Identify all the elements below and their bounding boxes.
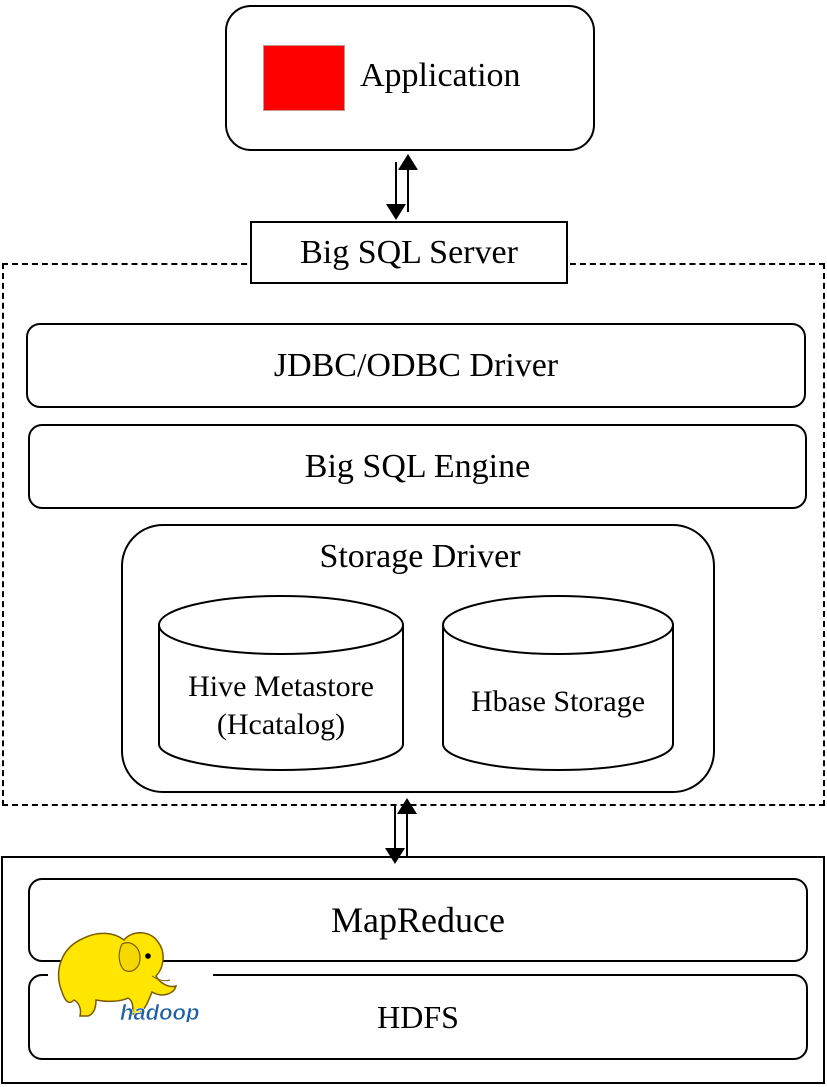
- big-sql-server-title: Big SQL Server: [250, 221, 568, 284]
- hadoop-elephant-icon: hadoop: [48, 932, 213, 1022]
- hbase-storage-label: Hbase Storage: [470, 685, 646, 718]
- hive-metastore-line2: (Hcatalog): [216, 707, 346, 741]
- hive-metastore-text: Hive Metastore (Hcatalog): [159, 668, 403, 743]
- application-icon: [263, 45, 345, 111]
- hadoop-logo-text: hadoop: [120, 1000, 199, 1022]
- hive-metastore-cylinder: [158, 595, 404, 771]
- application-label: Application: [360, 57, 521, 94]
- jdbc-odbc-driver-layer: JDBC/ODBC Driver: [26, 323, 806, 408]
- hive-metastore-line1: Hive Metastore: [188, 670, 374, 703]
- application-box: Application: [225, 5, 595, 151]
- hbase-storage-cylinder: [442, 595, 674, 771]
- storage-driver-label: Storage Driver: [319, 538, 521, 575]
- big-sql-engine-layer: Big SQL Engine: [28, 424, 807, 509]
